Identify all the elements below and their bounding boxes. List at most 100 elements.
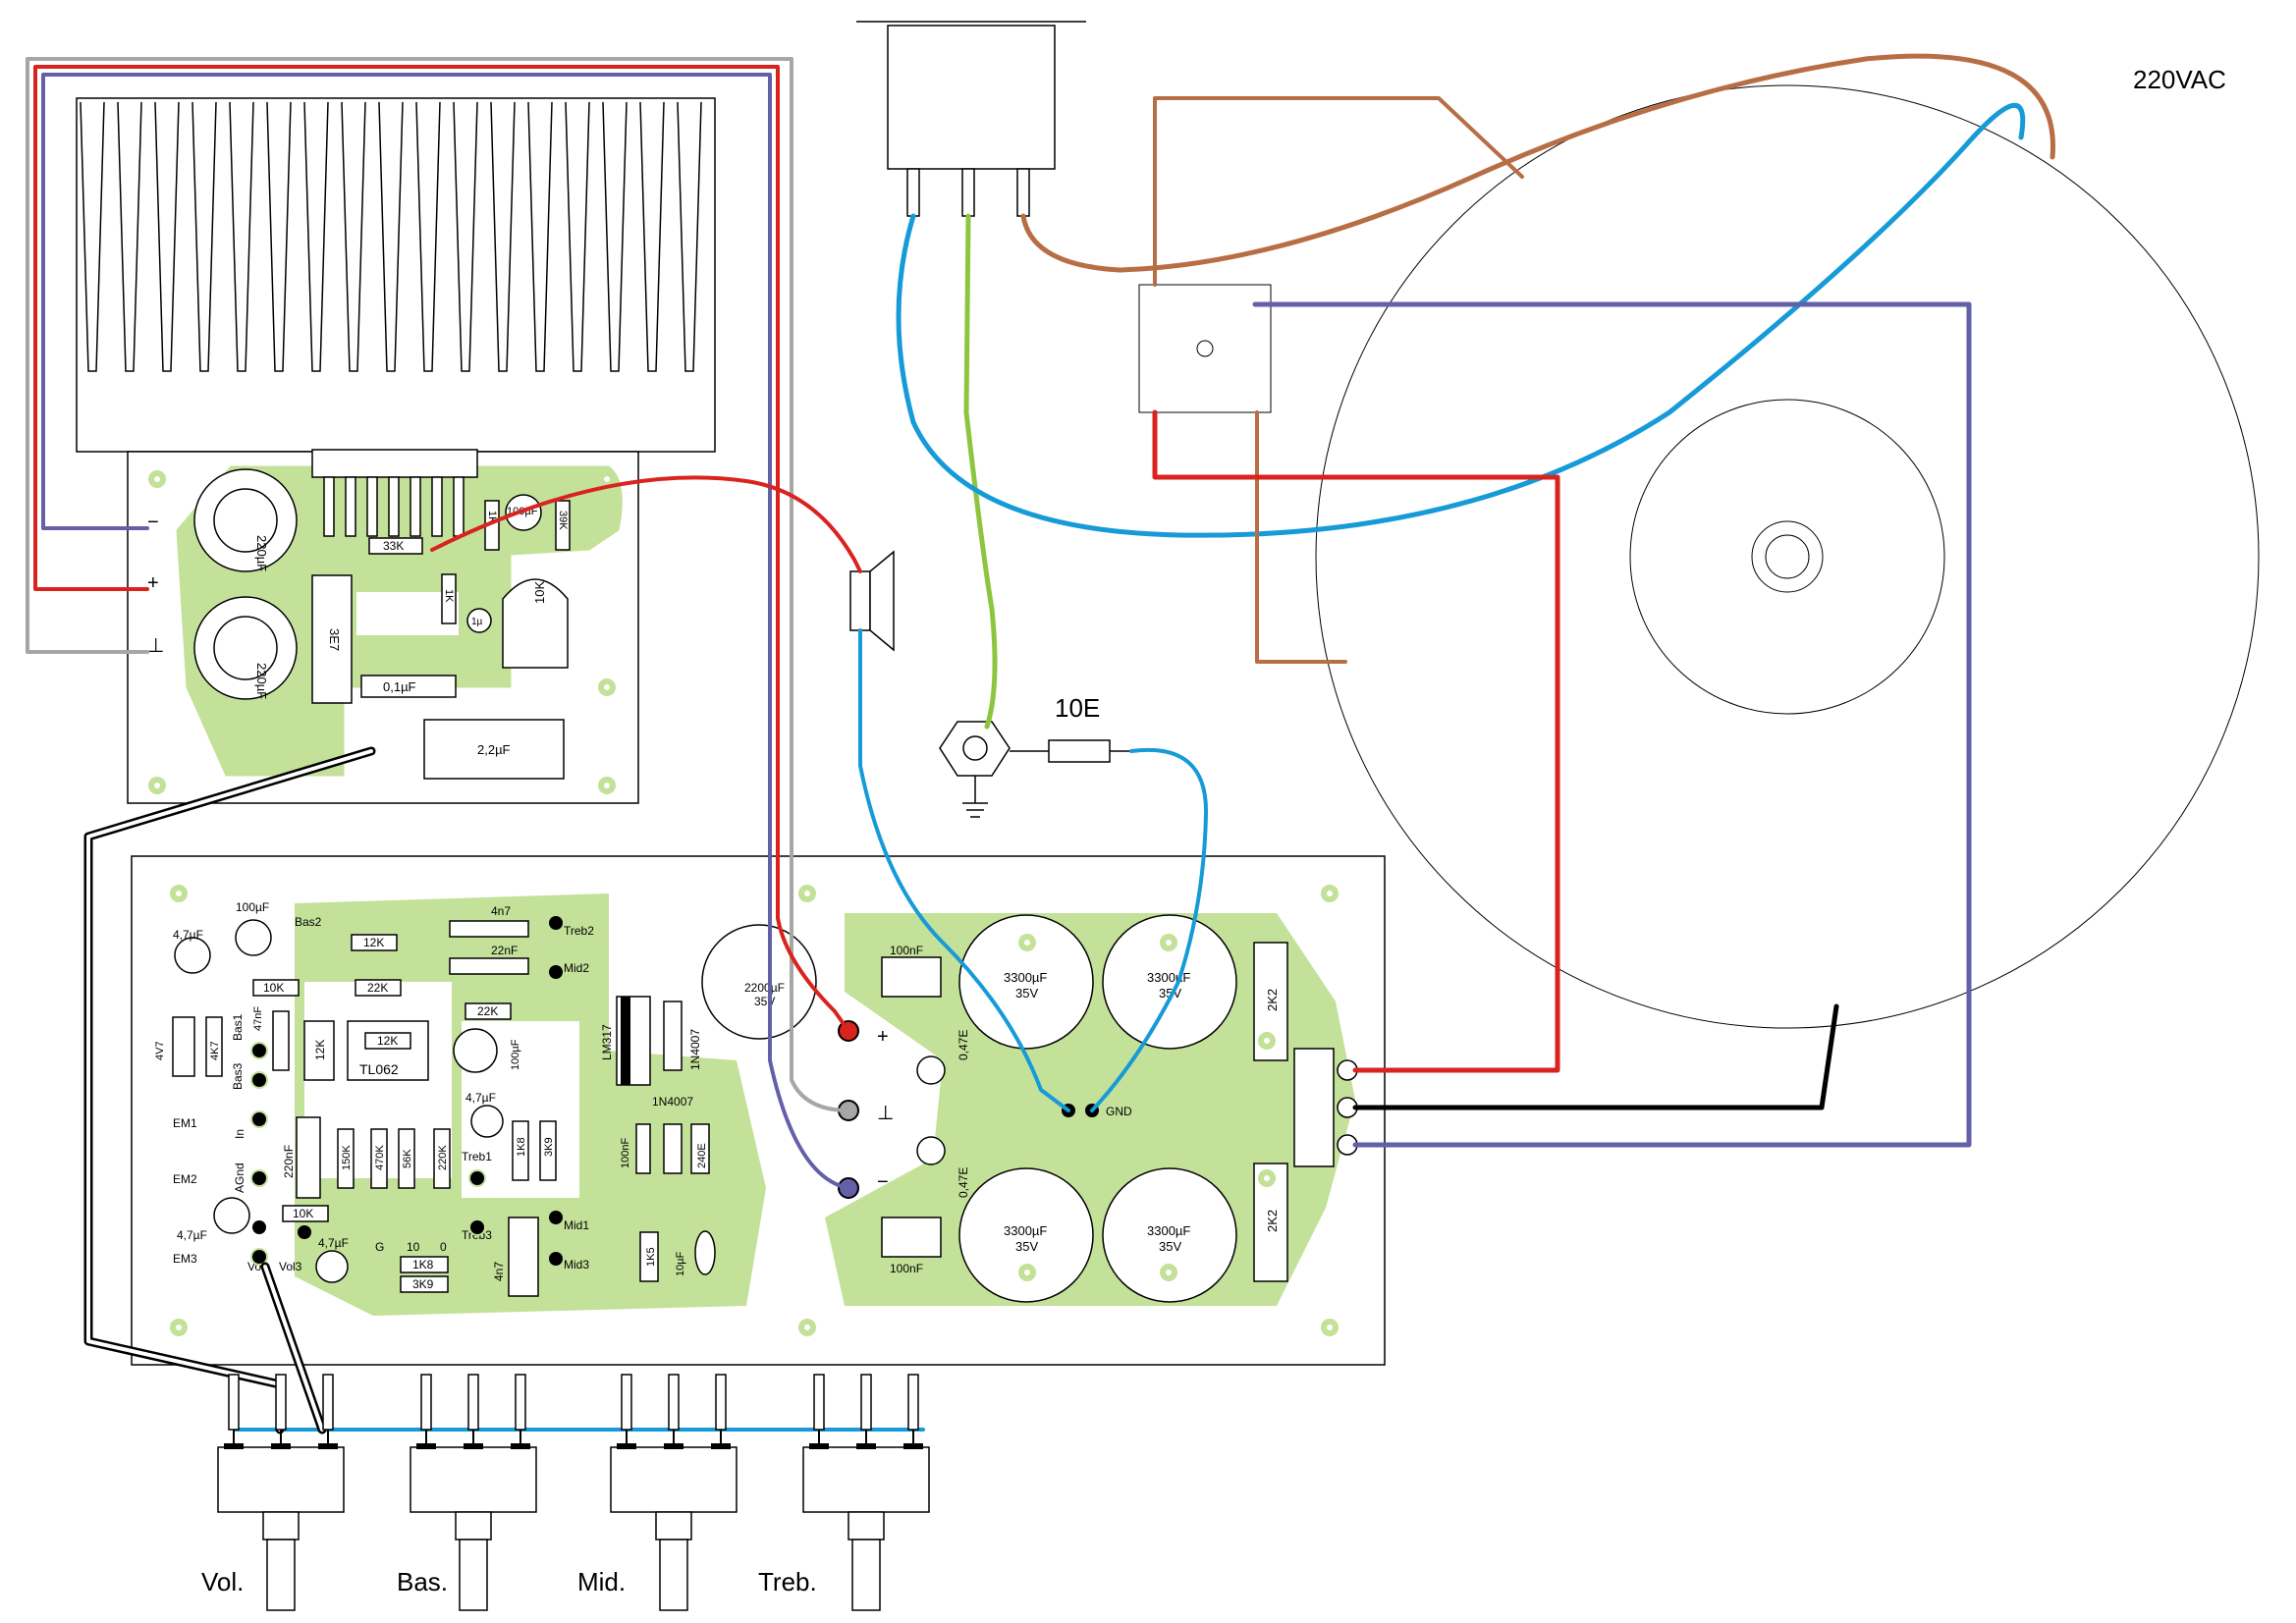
pre-c47nf: 47nF [252,1006,264,1031]
pre-c47a: 4,7µF [173,928,203,942]
psu-c35v-d: 35V [1159,1239,1181,1254]
pot-treb-part [813,1374,825,1431]
amp-cap-22uf-label: 2,2µF [477,742,511,757]
pre-r10ka: 10K [263,981,284,995]
pre-r12kb: 12K [313,1040,327,1060]
pre-r220k: 220K [437,1145,449,1170]
psu-r240e-label: 240E [696,1143,708,1168]
psu-c3300-a: 3300µF [1004,970,1047,985]
pre-in: In [233,1129,246,1139]
pre-r12ka: 12K [363,936,384,949]
pcb-pads [148,470,1339,1336]
pot-treb[interactable] [802,1374,930,1611]
pre-treb2: Treb2 [564,924,594,938]
pot-vol-part [228,1374,240,1431]
psu-100nf-top: 100nF [890,944,923,957]
pre-mid2: Mid2 [564,961,589,975]
psu-c10uf-label: 10µF [675,1251,686,1276]
psu-r047-a: 0,47E [957,1030,970,1060]
amp-r39k-label: 39K [557,511,569,530]
connector-pad [252,1250,266,1264]
pre-r1k8a: 1K8 [516,1137,527,1157]
pre-treb1: Treb1 [462,1150,492,1163]
pot-bas-part [455,1511,492,1541]
pcb-pad-hole [604,783,610,788]
pre-r56k: 56K [402,1149,413,1168]
pcb-pad-hole [1024,1270,1030,1275]
mains-label: 220VAC [2133,65,2226,94]
connector-pad [252,1112,266,1126]
pre-r1k8b: 1K8 [412,1258,434,1271]
amp-plus-label: + [147,572,159,594]
pot-treb-part [847,1511,885,1541]
psu-c100nf-label: 100nF [620,1138,631,1168]
connector-pad [470,1220,484,1234]
pot-mid-label: Mid. [577,1567,626,1596]
pot-mid-part [655,1511,692,1541]
pcb-pad-hole [176,891,182,896]
psu-reg-label: LM317 [600,1024,614,1060]
pot-treb-part [809,1443,829,1449]
pcb-pad-hole [1264,1175,1270,1181]
psu-r2k2-a: 2K2 [1265,989,1280,1011]
pcb-pad-hole [154,476,160,482]
pot-vol[interactable] [217,1374,345,1611]
pot-treb-part [856,1443,876,1449]
pre-mid3: Mid3 [564,1258,589,1271]
pcb-pad-hole [804,1325,810,1330]
connector-pad [549,916,563,930]
pot-mid[interactable] [610,1374,738,1611]
amp-cap-bottom-label: 220µF [254,663,269,699]
pre-bas3: Bas3 [231,1062,245,1090]
pot-vol-label: Vol. [201,1567,244,1596]
pre-agnd: AGnd [233,1163,246,1193]
pot-bas-part [515,1374,526,1431]
amp-cap-1u-label: 1µ [471,617,483,627]
pcb-pad-hole [1166,1270,1172,1275]
amp-ground-label: ⊥ [147,635,164,657]
pre-g0: 0 [440,1240,447,1254]
amp-minus-label: − [147,512,159,533]
pot-bas-part [459,1539,488,1611]
pre-c47b: 4,7µF [465,1091,496,1105]
psu-r2k2-b: 2K2 [1265,1210,1280,1232]
pre-c220nf: 220nF [282,1145,296,1178]
pre-c47c: 4,7µF [177,1228,207,1242]
connector-pad [252,1171,266,1185]
pot-mid-part [668,1374,680,1431]
pcb-pad-hole [1327,1325,1333,1330]
speaker-icon [849,550,895,652]
connector-pad [549,965,563,979]
pre-c4n7a: 4n7 [491,904,511,918]
switch-block [1138,284,1272,413]
pre-em2: EM2 [173,1172,197,1186]
pre-r3k9a: 3K9 [543,1137,555,1157]
pot-bas-part [511,1443,530,1449]
pcb-pad-hole [1327,891,1333,896]
pot-vol-part [224,1443,244,1449]
psu-d2-label: 1N4007 [652,1095,693,1109]
pre-r3k9b: 3K9 [412,1277,434,1291]
mains-socket [856,21,1086,217]
pre-mid1: Mid1 [564,1218,589,1232]
toroidal-transformer [1315,84,2260,1029]
pcb-pad-hole [1264,1038,1270,1044]
pre-r10kb: 10K [293,1207,313,1220]
pot-bas[interactable] [410,1374,537,1611]
pot-treb-part [802,1446,930,1513]
pre-c100a: 100µF [236,900,269,914]
pre-g10: 10 [407,1240,420,1254]
pot-mid-part [715,1374,727,1431]
psu-plus-label: + [877,1026,889,1048]
pot-treb-part [860,1374,872,1431]
psu-c2200-v-label: 35V [754,995,775,1008]
psu-minus-label: − [877,1171,889,1193]
pre-c22nf: 22nF [491,944,518,957]
connector-pad [549,1252,563,1266]
pot-bas-label: Bas. [397,1567,448,1596]
pre-bas2: Bas2 [295,915,322,929]
amplifier-board: 220µF 220µF 3E7 33K 1K 100µF 39K 1K 1µ 1… [127,449,639,804]
psu-c3300-b: 3300µF [1147,970,1190,985]
psu-c3300-d: 3300µF [1147,1223,1190,1238]
